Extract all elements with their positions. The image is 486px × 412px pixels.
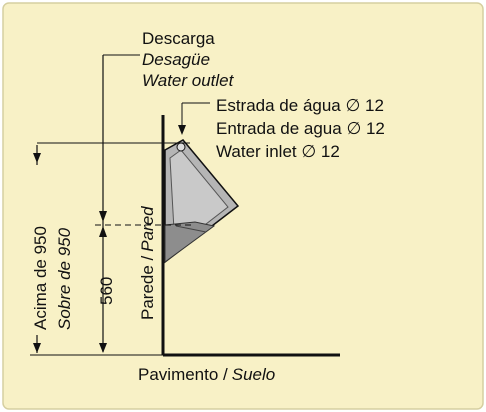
outlet-label-es: Desagüe [142,50,210,69]
inlet-label-en: Water inlet ∅ 12 [216,142,340,161]
floor-label: Pavimento /Suelo [138,365,275,384]
height-dimension [33,145,41,353]
wall-label-pt: Parede / [138,255,157,320]
inlet-label-pt: Estrada de água ∅ 12 [216,96,384,115]
outlet-label-pt: Descarga [142,29,215,48]
inlet-leader [178,102,210,135]
urinal-icon [164,139,240,264]
inlet-label-es: Entrada de agua ∅ 12 [216,119,385,138]
height-label-es: Sobre de 950 [55,227,74,330]
floor-label-pt: Pavimento / [138,365,228,384]
wall-label: Parede / Pared [138,206,157,320]
outlet-label-en: Water outlet [142,71,235,90]
wall-label-es: Pared [138,206,157,252]
outlet-dimension [99,54,140,353]
floor-label-es: Suelo [232,365,275,384]
outlet-height-label: 560 [97,277,116,305]
height-label-pt: Acima de 950 [31,226,50,330]
